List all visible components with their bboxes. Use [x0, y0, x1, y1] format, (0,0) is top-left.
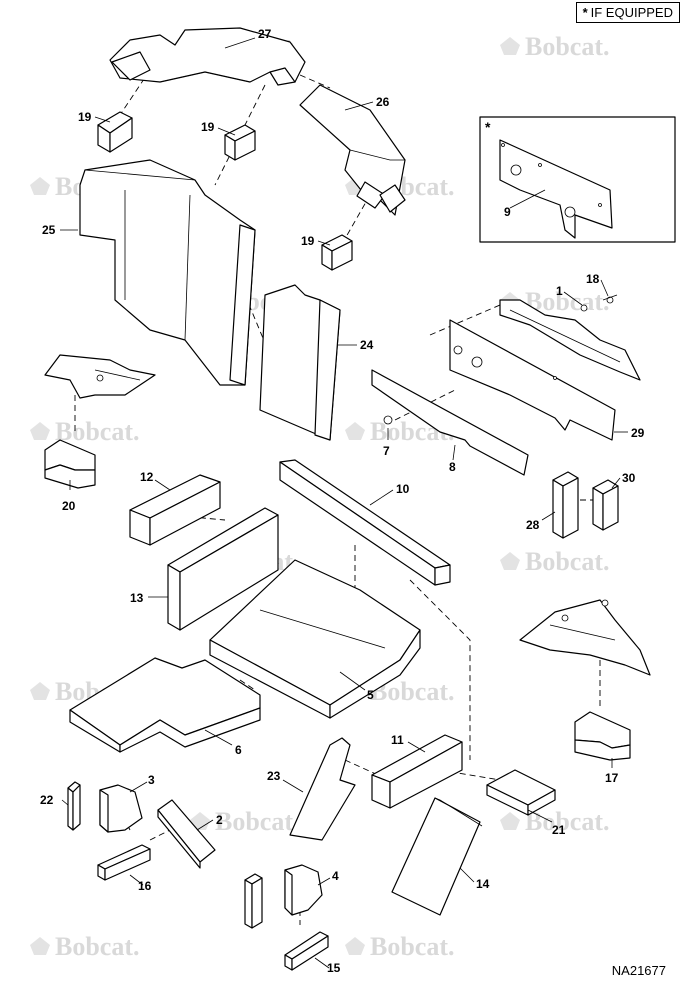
svg-text:Bobcat.: Bobcat. — [370, 932, 455, 961]
watermark: Bobcat. — [500, 547, 610, 576]
watermark: Bobcat. — [345, 932, 455, 961]
watermark: Bobcat. — [30, 932, 140, 961]
part-20-support-block — [44, 439, 96, 489]
callout-29: 29 — [631, 426, 645, 440]
part-23-pad — [289, 737, 356, 841]
svg-text:Bobcat.: Bobcat. — [525, 807, 610, 836]
callout-19: 19 — [301, 234, 315, 248]
part-27-headliner-strip — [109, 27, 306, 86]
left-bracket — [44, 354, 156, 399]
legend-text: IF EQUIPPED — [590, 5, 673, 20]
part-17-support-block — [574, 711, 631, 761]
svg-text:Bobcat.: Bobcat. — [55, 932, 140, 961]
callout-28: 28 — [526, 518, 540, 532]
part-5-floor-pad — [209, 559, 421, 719]
legend-symbol: * — [582, 5, 588, 20]
part-8-strip — [371, 369, 529, 476]
callout-14: 14 — [476, 877, 490, 891]
part-28-block — [552, 471, 579, 539]
callout-3: 3 — [148, 773, 155, 787]
callout-26: 26 — [376, 95, 390, 109]
inset-symbol: * — [485, 119, 491, 135]
part-9-inset: * — [479, 116, 676, 243]
callout-30: 30 — [622, 471, 636, 485]
callout-18: 18 — [586, 272, 600, 286]
part-15-block — [284, 931, 329, 971]
part-26-rear-headliner — [299, 84, 406, 216]
if-equipped-legend: *IF EQUIPPED — [575, 2, 680, 23]
callout-5: 5 — [367, 688, 374, 702]
callout-8: 8 — [449, 460, 456, 474]
callout-7: 7 — [383, 444, 390, 458]
watermark: Bobcat. — [190, 807, 300, 836]
watermark: Bobcat. — [30, 417, 140, 446]
svg-text:Bobcat.: Bobcat. — [215, 807, 300, 836]
part-11-block — [371, 734, 463, 809]
part-12-block — [129, 474, 221, 546]
callout-17: 17 — [605, 771, 619, 785]
part-2-pad — [157, 799, 216, 869]
part-14-panel — [391, 797, 483, 916]
svg-text:Bobcat.: Bobcat. — [525, 32, 610, 61]
watermark: Bobcat. — [500, 807, 610, 836]
part-1-bracket — [499, 299, 641, 381]
callout-25: 25 — [42, 223, 56, 237]
callout-22: 22 — [40, 793, 54, 807]
svg-text:Bobcat.: Bobcat. — [55, 417, 140, 446]
callout-2: 2 — [216, 813, 223, 827]
part-21-block — [486, 769, 556, 816]
callout-4: 4 — [332, 869, 339, 883]
callout-10: 10 — [396, 482, 410, 496]
drawing-number: NA21677 — [611, 963, 666, 978]
part-16-block — [97, 844, 151, 881]
callout-20: 20 — [62, 499, 76, 513]
callout-labels: 27 19 19 26 25 19 9 1 18 24 29 7 8 20 12… — [40, 27, 645, 975]
right-bracket — [519, 599, 651, 676]
callout-15: 15 — [327, 961, 341, 975]
callout-9: 9 — [504, 205, 511, 219]
part-29-plate — [449, 319, 616, 441]
part-30-block — [592, 479, 619, 531]
callout-23: 23 — [267, 769, 281, 783]
part-19-block-b — [224, 124, 256, 161]
callout-27: 27 — [258, 27, 272, 41]
callout-24: 24 — [360, 338, 374, 352]
part-25-back-panel — [79, 159, 256, 386]
callout-13: 13 — [130, 591, 144, 605]
leader-lines — [60, 37, 628, 969]
callout-11: 11 — [391, 733, 404, 747]
watermark: Bobcat. — [500, 32, 610, 61]
part-13-side-pad — [167, 507, 279, 631]
svg-text:Bobcat.: Bobcat. — [525, 547, 610, 576]
callout-21: 21 — [552, 823, 566, 837]
part-19-block-a — [97, 111, 133, 153]
callout-19: 19 — [78, 110, 92, 124]
callout-6: 6 — [235, 743, 242, 757]
part-10-long-block — [279, 459, 451, 586]
part-22-strip — [67, 781, 81, 831]
callout-16: 16 — [138, 879, 152, 893]
part-24-side-pad — [259, 284, 341, 441]
part-4-strip — [244, 873, 263, 929]
callout-19: 19 — [201, 120, 215, 134]
part-6-floor-mat — [69, 657, 261, 753]
part-18-bolt — [602, 294, 618, 304]
part-7-nut — [383, 415, 393, 425]
callout-12: 12 — [140, 470, 154, 484]
part-3-corner-pad — [99, 784, 143, 833]
part-19-block-c — [321, 234, 353, 271]
part-1-washer — [580, 304, 588, 312]
part-4-corner-pad — [284, 864, 323, 916]
callout-1: 1 — [556, 284, 563, 298]
